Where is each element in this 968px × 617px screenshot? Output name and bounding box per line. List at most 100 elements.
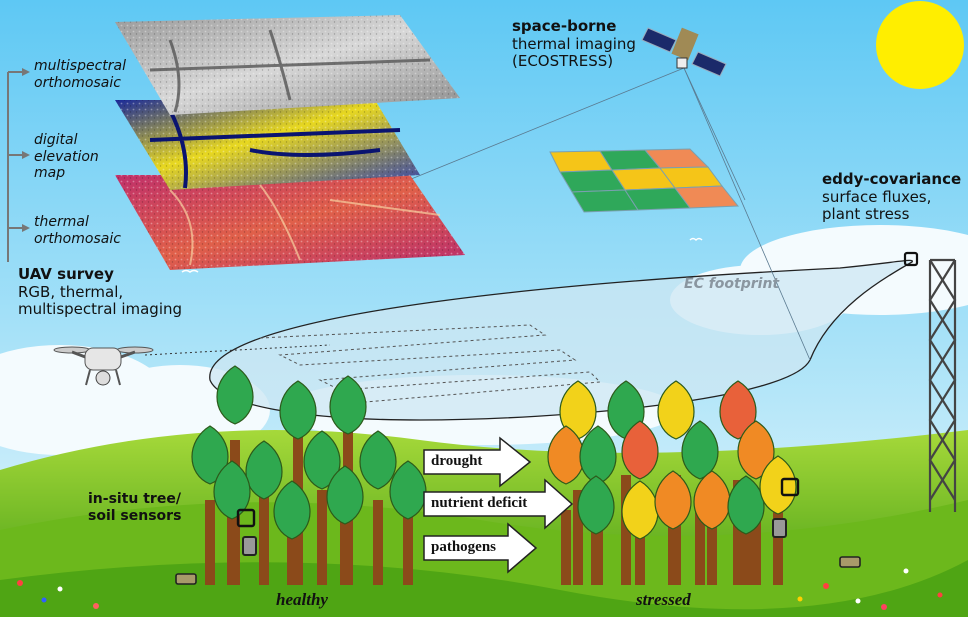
tree-crown [657,380,695,440]
tree-sensor [236,508,256,528]
tree-trunk [205,500,215,585]
healthy-label: healthy [276,590,328,609]
tree-crown [621,420,659,480]
tree-trunk [773,505,783,585]
tree-crown [759,455,797,515]
dem-label-line: elevation [34,148,99,165]
multispectral-label-line: multispectral [34,58,126,74]
tree-trunk [668,520,678,585]
tree-trunk [573,490,583,585]
thermal-label-line: thermal [34,214,89,230]
eddy-covariance-desc: plant stress [822,205,910,224]
tree-trunk [287,520,297,585]
in-situ-sensors-line: soil sensors [88,507,182,524]
dem-label-line: map [34,165,66,182]
nutrient-deficit-arrow [423,478,574,530]
dem-label: digital elevation map [34,132,99,182]
bird-icon [181,269,199,273]
pathogens-arrow [423,522,538,574]
tree-crown [654,470,692,530]
ec-sensor-box [903,251,919,267]
tree-trunk [317,490,327,585]
dem-label-line: digital [34,132,78,148]
tree-crown [213,460,251,520]
thermal-label: thermal orthomosaic [34,214,121,247]
tree-crown [547,425,585,485]
ec-footprint-area [209,259,913,421]
stressor-arrows [423,436,574,574]
tree-trunk [741,525,751,585]
tree-trunk [561,510,571,585]
tree-trunk [259,480,269,585]
multispectral-label-line: orthomosaic [34,74,121,91]
drought-label: drought [431,453,483,469]
tree-trunk [340,515,350,585]
eddy-covariance-desc: surface fluxes, [822,187,932,206]
ec-footprint-label: EC footprint [684,276,780,292]
tree-crown [719,380,757,440]
uav-flight-path [259,324,602,403]
drought-arrow [423,436,532,488]
tree-trunk [707,515,717,585]
tree-crown [216,365,254,425]
satellite-label: space-borne thermal imaging (ECOSTRESS) [512,17,636,71]
tree-trunk [635,540,645,585]
tree-crown [737,420,775,480]
tree-trunk [695,510,705,585]
tree-crown [273,480,311,540]
uav-survey-label: UAV survey RGB, thermal, multispectral i… [18,265,183,319]
uav-drone-icon [53,346,154,386]
tree-sensor [780,477,800,497]
multispectral-label: multispectral orthomosaic [34,58,126,91]
uav-survey-desc: multispectral imaging [18,300,183,319]
layer-bracket [7,68,30,262]
uav-survey-title: UAV survey [18,265,114,283]
tree-trunk [591,530,601,585]
pathogens-label: pathogens [431,539,497,555]
eddy-covariance-tower [928,258,957,512]
tree-crown [681,420,719,480]
satellite-title: space-borne [512,17,617,35]
tree-crown [303,430,341,490]
tree-crown [359,430,397,490]
uav-link-line [144,344,331,356]
thermal-label-line: orthomosaic [34,230,121,247]
tree-crown [245,440,283,500]
tree-crown [326,465,364,525]
satellite-desc: thermal imaging [512,34,636,53]
tree-trunk [403,505,413,585]
hill-front [0,560,968,617]
eddy-covariance-label: eddy-covariance surface fluxes, plant st… [822,170,962,224]
soil-sensor [772,518,787,538]
tree-trunk [621,475,631,585]
ecostress-pixel-grid [549,148,740,213]
tree-crown [279,380,317,440]
dem-layer [115,100,420,190]
tree-crown [329,375,367,435]
in-situ-sensors-label: in-situ tree/ soil sensors [88,491,181,524]
eddy-covariance-title: eddy-covariance [822,170,962,188]
nutrient-deficit-label: nutrient deficit [431,495,528,511]
tree-trunk [227,505,237,585]
tree-crown [191,425,229,485]
tree-trunk [373,500,383,585]
tree-crown [693,470,731,530]
bird-icon [689,237,703,242]
uav-survey-desc: RGB, thermal, [18,282,124,301]
multispectral-layer [115,15,460,115]
satellite-desc: (ECOSTRESS) [512,52,614,71]
soil-probe [839,556,861,568]
flowers [17,568,943,610]
soil-sensor [242,536,257,556]
soil-probe [175,573,197,585]
thermal-orthomosaic-layer [115,175,465,270]
stressed-label: stressed [636,590,691,609]
tree-crown [577,475,615,535]
tree-crown [389,460,427,520]
in-situ-sensors-line: in-situ tree/ [88,491,181,507]
forest [191,365,797,585]
sun [876,1,964,89]
tree-trunk [751,510,761,585]
